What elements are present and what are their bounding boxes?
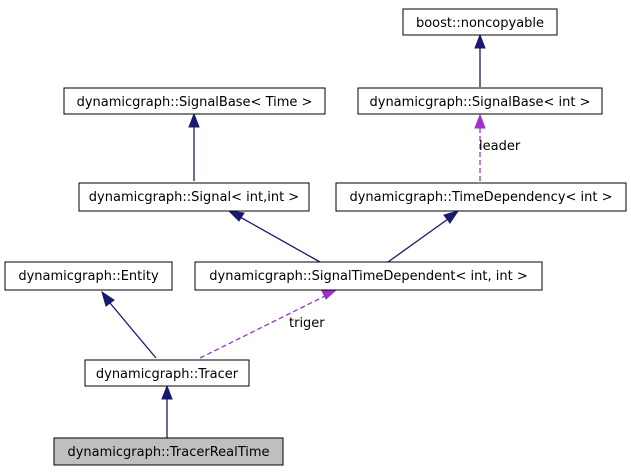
edge-tracer-to-entity: [109, 302, 157, 359]
node-signalbase-int[interactable]: dynamicgraph::SignalBase< int >: [357, 87, 603, 115]
arrowhead-signal: [227, 210, 245, 222]
node-tracer[interactable]: dynamicgraph::Tracer: [84, 359, 250, 387]
node-label: boost::noncopyable: [416, 16, 544, 31]
arrowhead-signalbase-int: [474, 113, 486, 129]
arrowhead-signaltimedependent: [321, 289, 338, 300]
usage-edges: [199, 113, 486, 359]
node-label: dynamicgraph::SignalBase< Time >: [77, 95, 313, 110]
node-boost-noncopyable[interactable]: boost::noncopyable: [402, 8, 558, 36]
node-signal-int-int[interactable]: dynamicgraph::Signal< int,int >: [78, 182, 310, 212]
node-label: dynamicgraph::SignalBase< int >: [370, 95, 591, 110]
node-label: dynamicgraph::TracerRealTime: [67, 445, 269, 460]
node-tracerrealtime[interactable]: dynamicgraph::TracerRealTime: [53, 437, 284, 466]
node-label: dynamicgraph::TimeDependency< int >: [349, 190, 612, 205]
node-timedependency-int[interactable]: dynamicgraph::TimeDependency< int >: [335, 182, 627, 212]
arrowhead-timedependency: [443, 210, 460, 224]
edge-std-to-timedependency: [387, 218, 449, 263]
node-signaltimedependent[interactable]: dynamicgraph::SignalTimeDependent< int, …: [194, 261, 543, 291]
inheritance-edges: [101, 33, 486, 438]
arrowhead-tracer: [161, 384, 173, 400]
edge-label-triger: triger: [289, 316, 325, 331]
edge-std-to-signal: [239, 216, 321, 263]
node-label: dynamicgraph::Entity: [18, 269, 159, 284]
node-entity[interactable]: dynamicgraph::Entity: [4, 261, 173, 291]
node-label: dynamicgraph::SignalTimeDependent< int, …: [209, 269, 527, 284]
arrowhead-signalbase-time: [188, 112, 200, 128]
arrowhead-entity: [101, 290, 115, 307]
edge-triger: [199, 295, 326, 359]
node-label: dynamicgraph::Tracer: [96, 367, 239, 382]
arrowhead-noncopyable: [474, 33, 486, 49]
node-signalbase-time[interactable]: dynamicgraph::SignalBase< Time >: [63, 87, 326, 115]
node-label: dynamicgraph::Signal< int,int >: [89, 190, 299, 205]
edge-label-leader: leader: [479, 139, 521, 154]
